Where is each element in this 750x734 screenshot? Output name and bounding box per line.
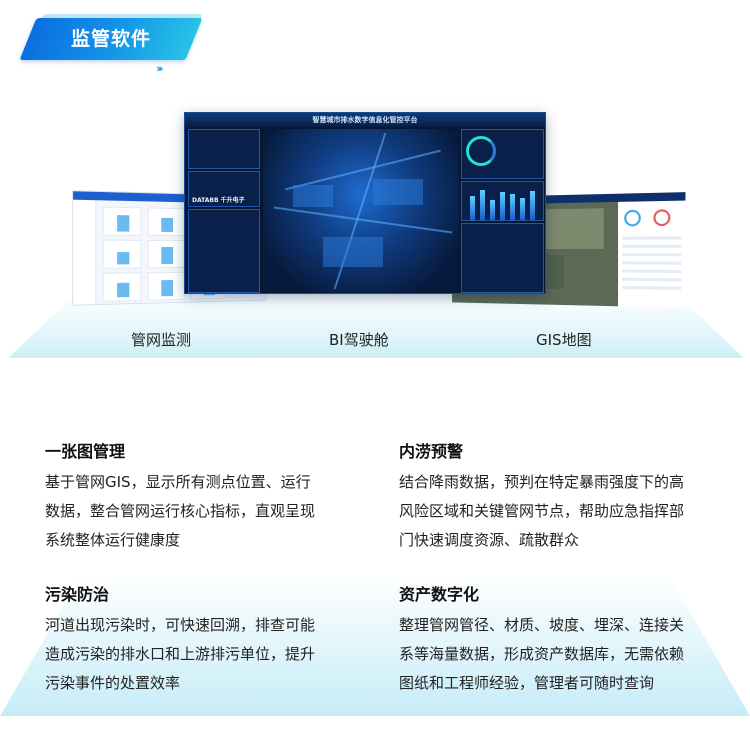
feature-flood-warning: 内涝预警 结合降雨数据，预判在特定暴雨强度下的高 风险区域和关键管网节点，帮助应… (399, 440, 719, 555)
chevron-right-icon: ››› (156, 62, 163, 75)
list-item (622, 236, 682, 240)
section-title: 监管软件 (70, 28, 151, 50)
feature-title: 污染防治 (45, 585, 110, 604)
city-3d-map (263, 129, 459, 293)
list-item (622, 244, 682, 248)
list-item (622, 253, 682, 257)
list-item (622, 285, 682, 290)
screenshot-bi-cockpit: 智慧城市排水数字信息化管控平台 DATABB 千升电子 (184, 112, 546, 294)
monitor-sidebar (73, 199, 97, 306)
feature-asset-digitization: 资产数字化 整理管网管径、材质、坡度、埋深、连接关 系等海量数据，形成资产数据库… (399, 583, 719, 698)
brand-logo: DATABB 千升电子 (192, 197, 245, 204)
gauge-icon (653, 209, 671, 227)
dashboard-title: 智慧城市排水数字信息化管控平台 (185, 113, 545, 127)
list-item (622, 261, 682, 265)
feature-title: 内涝预警 (399, 442, 464, 461)
table-panel (188, 209, 260, 293)
map-area (544, 208, 604, 250)
list-item (622, 277, 682, 282)
feature-title: 一张图管理 (45, 442, 126, 461)
monitor-card (102, 206, 142, 236)
gauge-icon (624, 209, 641, 227)
feature-pollution-control: 污染防治 河道出现污染时，可快速回溯，排查可能 造成污染的排水口和上游排污单位，… (45, 583, 345, 698)
label-bi-cockpit: BI驾驶舱 (329, 331, 389, 349)
label-pipe-monitoring: 管网监测 (131, 331, 192, 349)
monitor-card (147, 207, 185, 237)
label-gis-map: GIS地图 (536, 331, 592, 349)
bar-panel (461, 181, 544, 221)
feature-description: 基于管网GIS，显示所有测点位置、运行 数据，整合管网运行核心指标，直观呈现 系… (45, 473, 316, 549)
monitor-card (147, 239, 185, 269)
monitor-card (102, 272, 142, 302)
monitor-card (147, 271, 185, 301)
section-header-badge: 监管软件 ››› (19, 14, 203, 75)
gis-side-panel (618, 200, 686, 308)
features-backdrop (0, 574, 750, 716)
feature-description: 结合降雨数据，预判在特定暴雨强度下的高 风险区域和关键管网节点，帮助应急指挥部 … (399, 473, 685, 549)
monitor-card (102, 239, 142, 269)
feature-description: 整理管网管径、材质、坡度、埋深、连接关 系等海量数据，形成资产数据库，无需依赖 … (399, 616, 685, 692)
list-item (622, 269, 682, 274)
ring-panel (461, 129, 544, 179)
stats-panel (188, 129, 260, 169)
chart-panel (188, 171, 260, 207)
ring-gauge-icon (466, 136, 496, 166)
feature-title: 资产数字化 (399, 585, 480, 604)
feature-description: 河道出现污染时，可快速回溯，排查可能 造成污染的排水口和上游排污单位，提升 污染… (45, 616, 316, 692)
alert-list-panel (461, 223, 544, 293)
feature-one-map: 一张图管理 基于管网GIS，显示所有测点位置、运行 数据，整合管网运行核心指标，… (45, 440, 345, 555)
